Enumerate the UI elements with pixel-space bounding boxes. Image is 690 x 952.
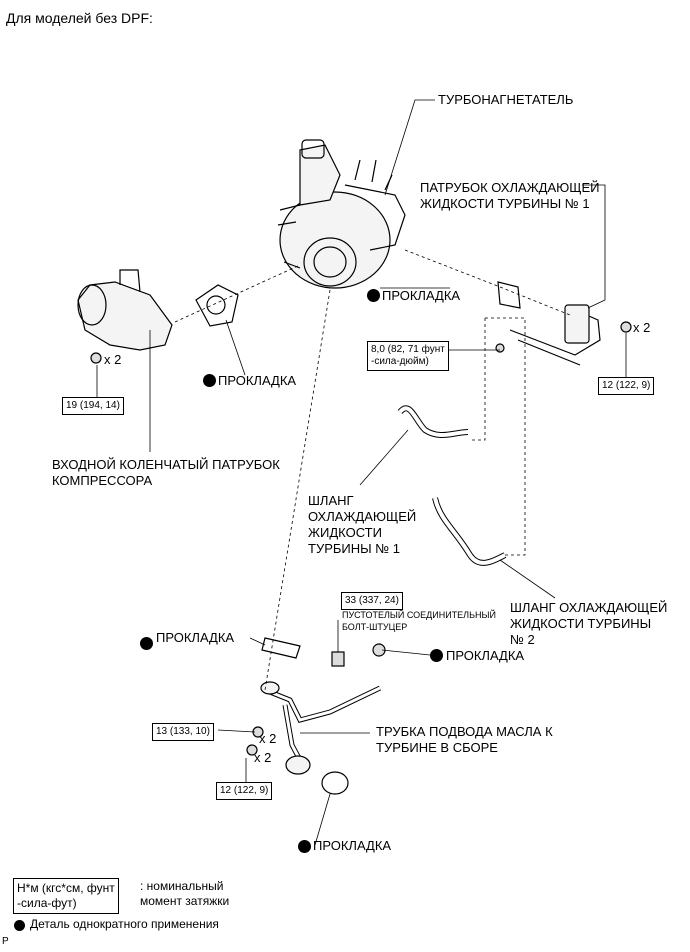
label-gasket-elbow: ПРОКЛАДКА <box>218 373 297 388</box>
quantity-x2: x 2 <box>104 352 122 367</box>
single-use-marker <box>367 289 380 302</box>
oil-pipe-drawing <box>260 681 382 775</box>
torque-box-coolant-pipe-bolt: 8,0 (82, 71 фунт -сила-дюйм) <box>367 341 449 371</box>
label-compressor-elbow-line1: ВХОДНОЙ КОЛЕНЧАТЫЙ ПАТРУБОК <box>52 457 280 472</box>
gasket-flange-drawing <box>261 637 301 659</box>
legend-torque-description: : номинальный момент затяжки <box>140 879 230 908</box>
torque-box-elbow-nut: 19 (194, 14) <box>62 397 124 415</box>
label-gasket-oil-flange: ПРОКЛАДКА <box>156 630 235 645</box>
single-use-marker <box>140 637 153 650</box>
turbocharger-drawing <box>277 139 406 289</box>
torque-box-union-bolt: 33 (337, 24) <box>341 592 403 610</box>
figure-code: P <box>2 936 9 947</box>
label-hose2-line2: ЖИДКОСТИ ТУРБИНЫ <box>510 616 652 631</box>
single-use-marker <box>430 649 443 662</box>
single-use-marker <box>14 920 25 931</box>
label-compressor-elbow-line2: КОМПРЕССОРА <box>52 473 153 488</box>
label-union-bolt-line1: ПУСТОТЕЛЫЙ СОЕДИНИТЕЛЬНЫЙ <box>342 610 496 620</box>
label-oil-pipe-line1: ТРУБКА ПОДВОДА МАСЛА К <box>376 724 553 739</box>
label-gasket-union: ПРОКЛАДКА <box>446 648 525 663</box>
label-hose1-line3: ЖИДКОСТИ <box>308 525 382 540</box>
diagram-title: Для моделей без DPF: <box>6 10 153 26</box>
coolant-pipe-1-drawing <box>497 281 601 366</box>
legend-torque-units: Н*м (кгс*см, фунт -сила-фут) <box>13 878 119 914</box>
single-use-marker <box>298 840 311 853</box>
compressor-elbow-drawing <box>77 269 173 351</box>
torque-box-oil-pipe-nut: 13 (133, 10) <box>152 723 214 741</box>
label-hose1-line2: ОХЛАЖДАЮЩЕЙ <box>308 509 417 524</box>
label-oil-pipe-line2: ТУРБИНЕ В СБОРЕ <box>376 740 498 755</box>
label-union-bolt-line2: БОЛТ-ШТУЦЕР <box>342 622 408 632</box>
torque-box-oil-pipe-bolt: 12 (122, 9) <box>216 782 273 800</box>
quantity-x2: x 2 <box>633 320 651 335</box>
legend-single-use: Деталь однократного применения <box>30 917 219 931</box>
label-turbocharger: ТУРБОНАГНЕТАТЕЛЬ <box>438 92 574 107</box>
elbow-gasket-drawing <box>195 284 239 327</box>
label-gasket-bottom: ПРОКЛАДКА <box>313 838 392 853</box>
quantity-x2: x 2 <box>259 731 277 746</box>
label-hose1-line4: ТУРБИНЫ № 1 <box>308 541 401 556</box>
label-coolant-pipe-line2: ЖИДКОСТИ ТУРБИНЫ № 1 <box>420 196 590 211</box>
gasket-bottom-drawing <box>321 771 349 795</box>
label-hose2-line3: № 2 <box>510 632 535 647</box>
label-hose2-line1: ШЛАНГ ОХЛАЖДАЮЩЕЙ <box>510 600 668 615</box>
label-hose1-line1: ШЛАНГ <box>308 493 354 508</box>
label-coolant-pipe-line1: ПАТРУБОК ОХЛАЖДАЮЩЕЙ <box>420 180 600 195</box>
quantity-x2: x 2 <box>254 750 272 765</box>
label-gasket-turbo: ПРОКЛАДКА <box>382 288 461 303</box>
single-use-marker <box>203 374 216 387</box>
torque-box-coolant-pipe-nut: 12 (122, 9) <box>598 377 655 395</box>
